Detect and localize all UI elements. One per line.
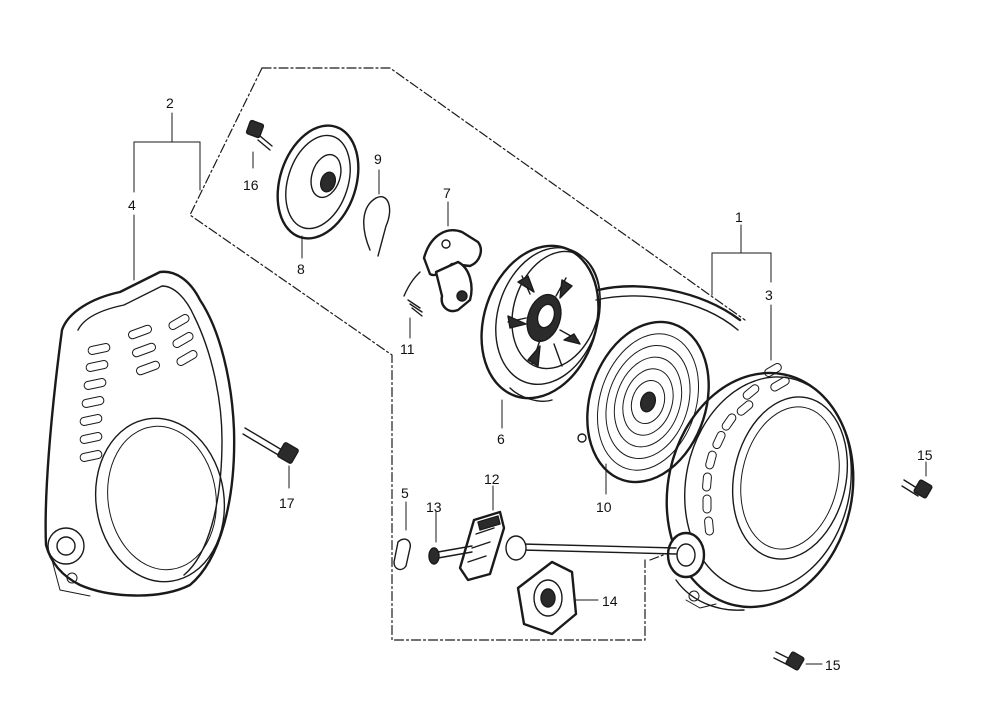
callout-9: 9 xyxy=(374,151,382,167)
fan-cover-vents xyxy=(79,314,198,462)
callout-2: 2 xyxy=(166,95,174,111)
callout-7: 7 xyxy=(443,185,451,201)
ratchet-pawl xyxy=(422,201,482,313)
callout-10: 10 xyxy=(596,499,612,515)
starter-rope xyxy=(521,543,677,555)
bolt-15-bottom xyxy=(773,651,823,671)
callout-15-right: 15 xyxy=(917,447,933,463)
starter-reel xyxy=(480,244,601,429)
bolt-16 xyxy=(245,119,273,169)
rope-knot xyxy=(393,501,412,571)
bracket-1-3 xyxy=(711,224,772,361)
starter-case-vents xyxy=(702,363,790,536)
rope-guide xyxy=(516,560,599,636)
callout-16: 16 xyxy=(243,177,259,193)
callout-8: 8 xyxy=(297,261,305,277)
callout-17: 17 xyxy=(279,495,295,511)
ratchet-spring xyxy=(403,271,423,339)
spring-clip xyxy=(363,169,391,257)
callout-14: 14 xyxy=(602,593,618,609)
callout-15-bottom: 15 xyxy=(825,657,841,673)
bolt-15-right xyxy=(901,461,933,499)
starter-case xyxy=(595,285,855,611)
callout-13: 13 xyxy=(426,499,442,515)
recoil-spring xyxy=(577,320,710,495)
callout-1: 1 xyxy=(735,209,743,225)
callout-3: 3 xyxy=(765,287,773,303)
callout-11: 11 xyxy=(400,341,415,357)
fan-cover xyxy=(44,270,236,597)
bolt-17 xyxy=(242,427,299,489)
callout-12: 12 xyxy=(484,471,500,487)
rope-pin xyxy=(428,511,473,565)
callout-4: 4 xyxy=(128,197,136,213)
bracket-2-4 xyxy=(133,112,201,281)
cam-plate xyxy=(276,124,360,259)
callout-5: 5 xyxy=(401,485,409,501)
starter-grip xyxy=(458,485,527,582)
callout-labels: 1 2 3 4 5 6 7 8 9 10 11 12 13 14 15 15 1… xyxy=(128,95,933,673)
callout-6: 6 xyxy=(497,431,505,447)
